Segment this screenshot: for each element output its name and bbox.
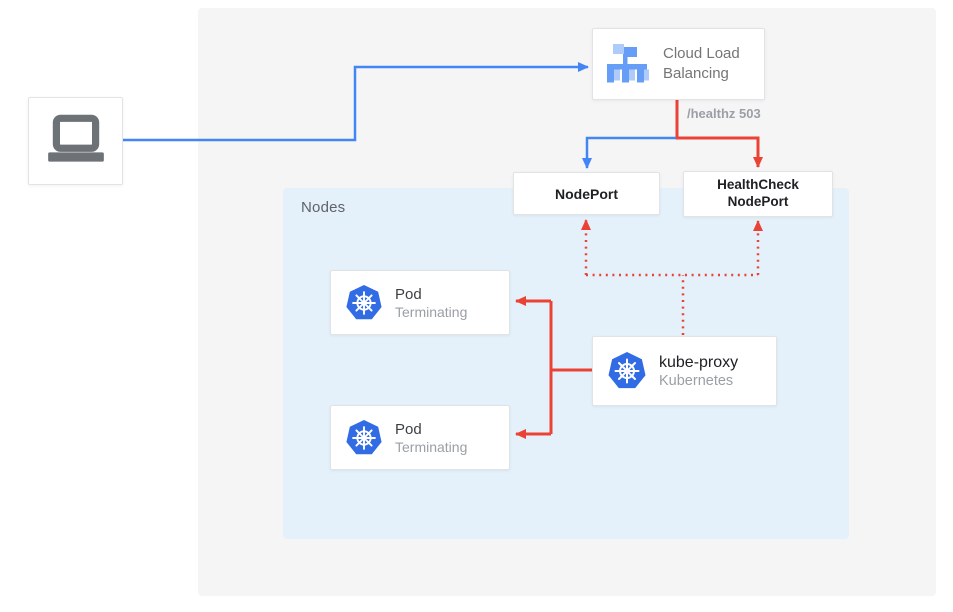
kube-proxy-subtitle: Kubernetes [659,372,734,389]
load-balancer-icon [607,44,649,83]
pod-title: Pod [395,285,422,303]
pod-box-1: Pod Terminating [330,270,510,335]
pod-box-2: Pod Terminating [330,405,510,470]
kube-proxy-title: kube-proxy [659,353,739,371]
kubernetes-icon [608,352,646,389]
pod-title: Pod [395,420,422,438]
kubernetes-icon [346,284,382,319]
kube-proxy-box: kube-proxy Kubernetes [592,336,777,406]
nodeport-box: NodePort [513,172,660,215]
healthcheck-nodeport-label-line2: NodePort [727,194,789,209]
laptop-icon [47,114,104,162]
healthz-label: /healthz 503 [687,106,761,121]
healthcheck-nodeport-box: HealthCheck NodePort [683,171,833,217]
clb-label: Cloud Load Balancing [663,44,740,82]
kubernetes-icon [346,419,382,454]
client-box [28,97,123,185]
healthcheck-nodeport-label-line1: HealthCheck [717,177,799,193]
nodes-panel-label: Nodes [301,199,346,216]
pod-status: Terminating [395,438,468,455]
nodeport-label: NodePort [555,185,618,202]
cloud-load-balancing-box: Cloud Load Balancing [592,28,765,100]
pod-status: Terminating [395,303,468,320]
